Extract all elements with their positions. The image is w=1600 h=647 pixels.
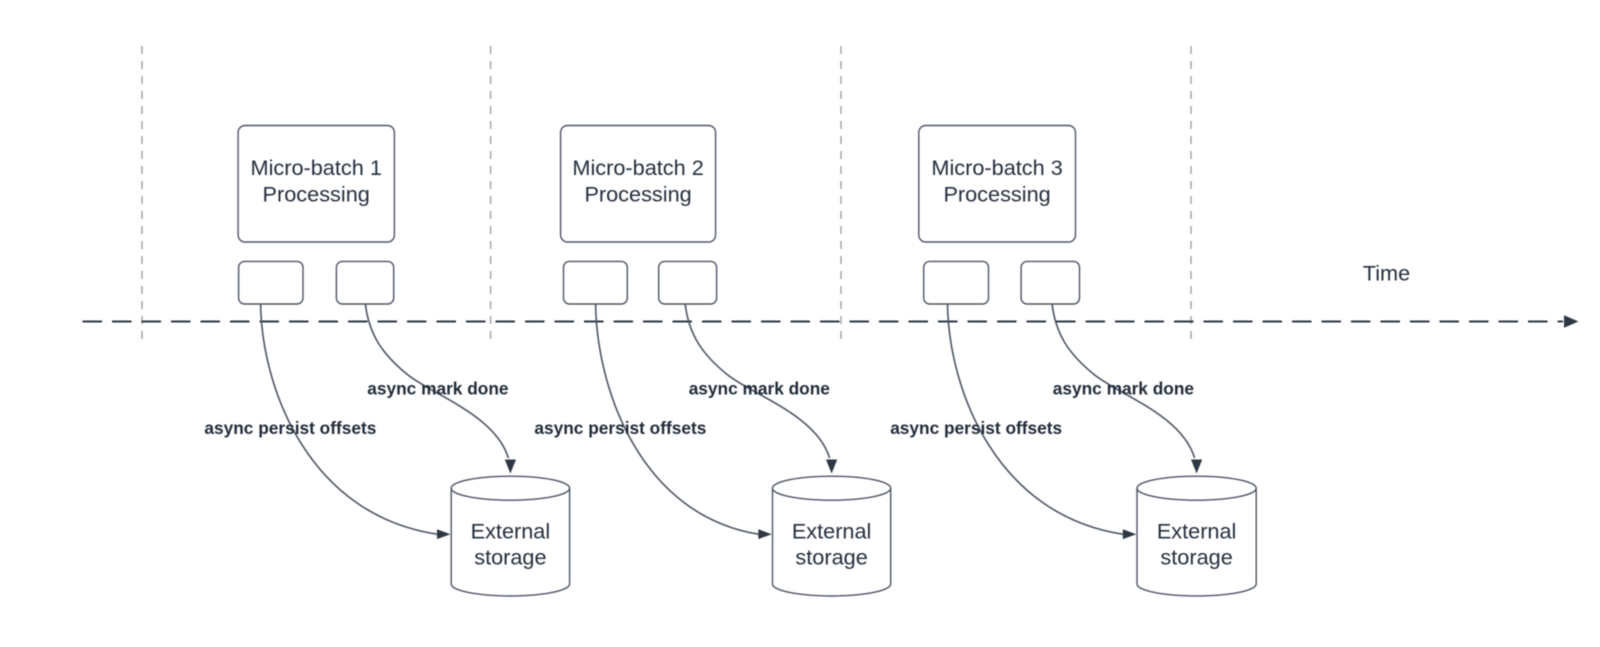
svg-text:Processing: Processing bbox=[943, 182, 1050, 207]
svg-text:External: External bbox=[792, 519, 872, 544]
svg-text:Time: Time bbox=[1363, 261, 1410, 286]
svg-text:Micro-batch 2: Micro-batch 2 bbox=[572, 155, 703, 180]
svg-text:async mark done: async mark done bbox=[367, 379, 509, 399]
svg-text:External: External bbox=[1157, 519, 1237, 544]
svg-text:External: External bbox=[471, 519, 551, 544]
svg-text:Micro-batch 1: Micro-batch 1 bbox=[251, 155, 382, 180]
svg-text:async mark done: async mark done bbox=[1053, 379, 1195, 399]
svg-text:storage: storage bbox=[1160, 545, 1232, 570]
svg-text:Processing: Processing bbox=[584, 182, 691, 207]
svg-text:async persist offsets: async persist offsets bbox=[204, 418, 376, 438]
svg-text:Micro-batch 3: Micro-batch 3 bbox=[931, 155, 1062, 180]
svg-text:storage: storage bbox=[795, 545, 867, 570]
svg-text:async persist offsets: async persist offsets bbox=[890, 418, 1062, 438]
svg-text:Processing: Processing bbox=[263, 182, 370, 207]
svg-text:async mark done: async mark done bbox=[689, 379, 831, 399]
svg-text:storage: storage bbox=[474, 545, 546, 570]
svg-text:async persist offsets: async persist offsets bbox=[534, 418, 706, 438]
